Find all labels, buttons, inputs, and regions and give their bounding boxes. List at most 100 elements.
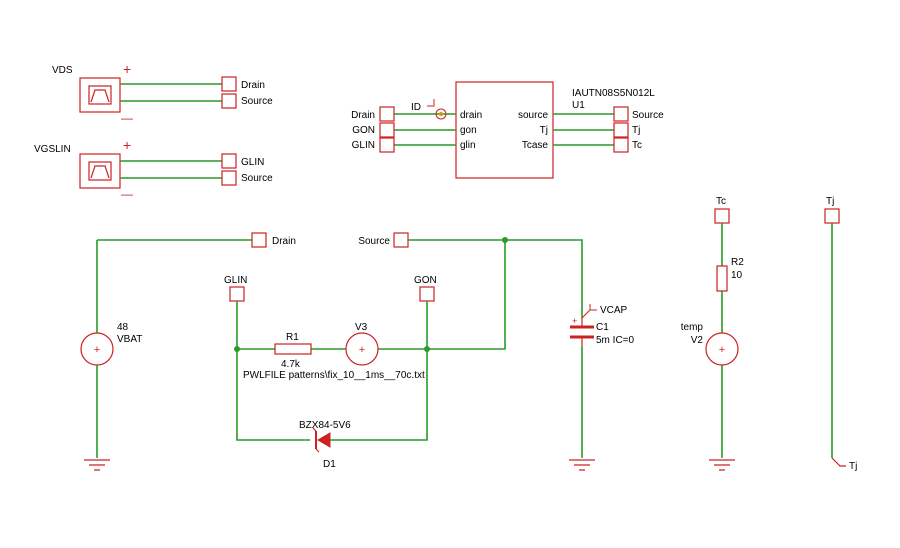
port-u1-glin-label: GLIN xyxy=(352,140,375,151)
port-u1-tc-label: Tc xyxy=(632,140,642,151)
port-u1-tc[interactable] xyxy=(613,137,629,153)
c1-polarity-icon: + xyxy=(572,316,577,326)
zener-d1[interactable]: BZX84-5V6 D1 xyxy=(299,420,351,470)
mosfet-pin-tcase: Tcase xyxy=(522,140,549,151)
resistor-r1[interactable]: R1 4.7k xyxy=(274,332,312,370)
mosfet-pin-drain: drain xyxy=(460,110,482,121)
voltage-probe-vcap[interactable]: VCAP xyxy=(581,304,628,319)
port-vgslin-glin[interactable] xyxy=(221,153,237,169)
port-u1-glin[interactable] xyxy=(379,137,395,153)
port-tj-label: Tj xyxy=(826,196,834,207)
vds-source-body[interactable] xyxy=(79,77,121,113)
vgslin-wires xyxy=(120,160,222,179)
vgslin-label: VGSLIN xyxy=(34,144,71,155)
v2-name: V2 xyxy=(691,335,704,346)
r1-body[interactable] xyxy=(274,343,312,355)
junction-glin xyxy=(234,346,240,352)
tj-net-flag-label: Tj xyxy=(849,461,857,472)
vbat-value: 48 xyxy=(117,322,129,333)
vds-plus-sign: + xyxy=(123,61,131,77)
gate-drive-wires xyxy=(236,301,428,441)
port-tc[interactable] xyxy=(714,208,730,224)
mosfet-left-wires xyxy=(394,113,456,146)
vcap-probe-label: VCAP xyxy=(600,305,628,316)
vds-wires xyxy=(120,83,222,102)
ground-v2-icon xyxy=(709,459,735,471)
d1-triangle[interactable] xyxy=(317,432,331,448)
port-vgslin-glin-label: GLIN xyxy=(241,157,264,168)
port-glin-label: GLIN xyxy=(224,275,247,286)
vgslin-pulse-icon xyxy=(90,165,110,179)
vbat-source[interactable]: + 48 VBAT xyxy=(80,322,142,366)
d1-model: BZX84-5V6 xyxy=(299,420,351,431)
vds-pulse-icon xyxy=(90,89,110,103)
tj-net-flag-icon xyxy=(831,457,846,467)
current-probe-dot xyxy=(439,112,443,116)
c1-value: 5m IC=0 xyxy=(596,335,635,346)
vgslin-source-body[interactable] xyxy=(79,153,121,189)
vds-waveform-icon xyxy=(88,85,112,105)
port-u1-gon[interactable] xyxy=(379,122,395,138)
v2-plus-icon: + xyxy=(719,344,725,356)
pwl-source-v3[interactable]: + V3 PWLFILE patterns\fix_10__1ms__70c.t… xyxy=(243,322,425,381)
ground-c1-icon xyxy=(569,459,595,471)
port-u1-source[interactable] xyxy=(613,106,629,122)
d1-name: D1 xyxy=(323,459,336,470)
current-probe-id[interactable]: ID xyxy=(411,99,447,120)
d1-zener-wings xyxy=(312,427,320,453)
junction-source xyxy=(502,237,508,243)
port-vds-drain[interactable] xyxy=(221,76,237,92)
port-u1-source-label: Source xyxy=(632,110,664,121)
resistor-r2[interactable]: R2 10 xyxy=(716,257,744,292)
temp-source-v2[interactable]: + temp V2 xyxy=(681,322,739,366)
mosfet-ref: U1 xyxy=(572,100,585,111)
v2-body[interactable] xyxy=(705,332,739,366)
port-u1-drain-label: Drain xyxy=(351,110,375,121)
port-source-label: Source xyxy=(358,236,390,247)
vgslin-minus-sign: — xyxy=(121,187,133,201)
port-u1-gon-label: GON xyxy=(352,125,375,136)
current-probe-label: ID xyxy=(411,102,421,113)
port-u1-tj[interactable] xyxy=(613,122,629,138)
vgslin-source[interactable]: VGSLIN + — xyxy=(34,137,133,201)
capacitor-c1[interactable]: + C1 5m IC=0 xyxy=(570,316,635,346)
port-vgslin-source[interactable] xyxy=(221,170,237,186)
vgslin-plus-sign: + xyxy=(123,137,131,153)
port-vds-source[interactable] xyxy=(221,93,237,109)
v2-value: temp xyxy=(681,322,704,333)
port-tj[interactable] xyxy=(824,208,840,224)
current-probe-icon[interactable] xyxy=(435,108,447,120)
mosfet-pin-gon: gon xyxy=(460,125,477,136)
current-probe-flag xyxy=(427,99,435,107)
mosfet-u1[interactable]: IAUTN08S5N012L U1 drain gon glin source … xyxy=(455,81,655,179)
v3-plus-icon: + xyxy=(359,344,365,356)
v3-name: V3 xyxy=(355,322,368,333)
port-tc-label: Tc xyxy=(716,196,726,207)
mosfet-part-number: IAUTN08S5N012L xyxy=(572,88,655,99)
ground-vbat-icon xyxy=(84,459,110,471)
port-source[interactable] xyxy=(393,232,409,248)
junction-gon xyxy=(424,346,430,352)
vds-label: VDS xyxy=(52,65,73,76)
r1-value: 4.7k xyxy=(281,359,301,370)
r1-name: R1 xyxy=(286,332,299,343)
port-drain[interactable] xyxy=(251,232,267,248)
r2-body[interactable] xyxy=(716,265,728,292)
vcap-probe-icon[interactable] xyxy=(581,304,597,319)
port-gon[interactable] xyxy=(419,286,435,302)
port-glin[interactable] xyxy=(229,286,245,302)
vbat-plus-icon: + xyxy=(94,344,100,356)
v3-pwl-file: PWLFILE patterns\fix_10__1ms__70c.txt xyxy=(243,370,425,381)
source-wire xyxy=(408,239,583,350)
port-u1-drain[interactable] xyxy=(379,106,395,122)
v3-body[interactable] xyxy=(345,332,379,366)
r2-value: 10 xyxy=(731,270,743,281)
port-gon-label: GON xyxy=(414,275,437,286)
port-vds-source-label: Source xyxy=(241,96,273,107)
vds-source[interactable]: VDS + — xyxy=(52,61,133,125)
mosfet-right-wires xyxy=(553,113,614,146)
port-vds-drain-label: Drain xyxy=(241,80,265,91)
port-drain-label: Drain xyxy=(272,236,296,247)
mosfet-pin-tj: Tj xyxy=(540,125,548,136)
